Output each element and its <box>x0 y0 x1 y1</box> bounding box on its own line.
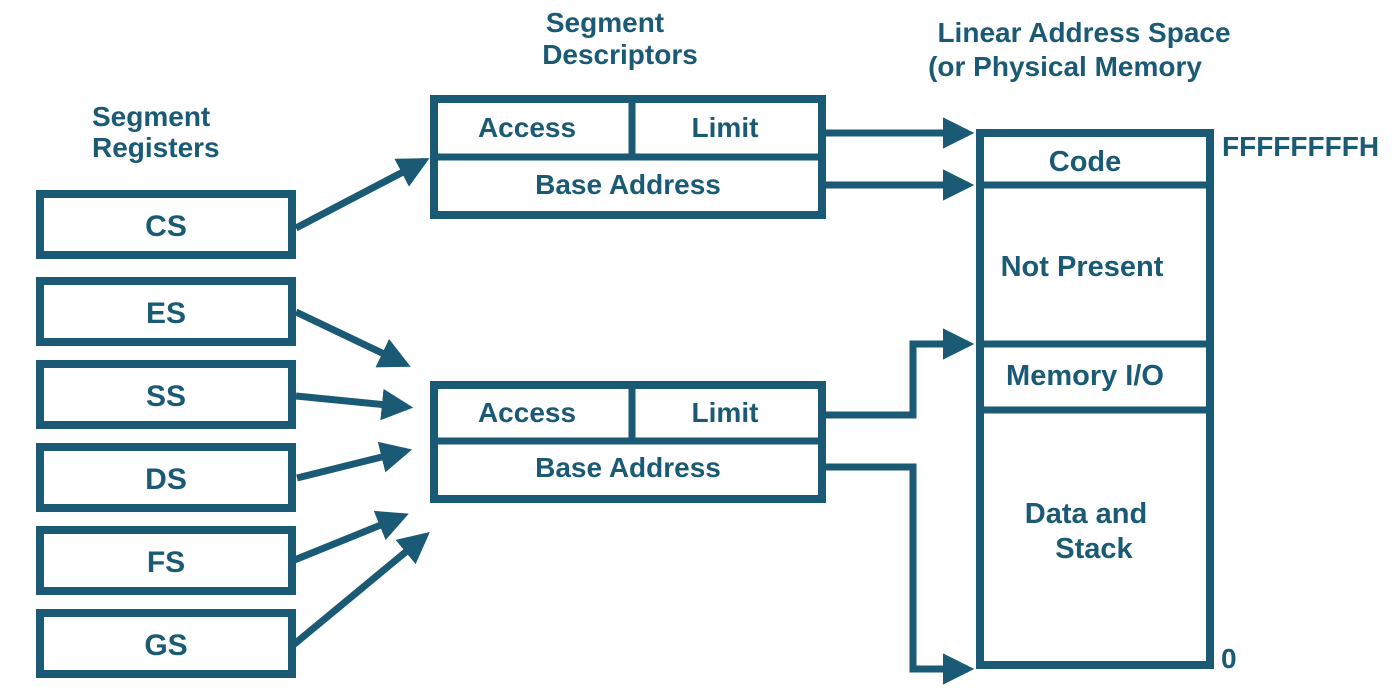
segment-descriptors-title-line2: Descriptors <box>542 39 698 70</box>
descriptor-2-access-label: Access <box>478 397 576 428</box>
descriptor-2-base-address-label: Base Address <box>535 452 721 483</box>
arrow-descriptor-2-limit-to-memory-io <box>822 328 975 419</box>
register-box-es <box>36 277 296 346</box>
memory-section-data-stack-label-line1: Data and <box>1025 498 1147 530</box>
descriptor-1-limit-label: Limit <box>692 112 759 143</box>
register-label-ss: SS <box>146 380 186 413</box>
memory-section-data-stack-label-line2: Stack <box>1055 533 1133 565</box>
register-box-ss <box>36 360 296 429</box>
descriptor-2-limit-label: Limit <box>692 397 759 428</box>
memory-section-code-label: Code <box>1049 146 1122 178</box>
arrow-fs-to-descriptor-2 <box>290 510 409 565</box>
register-label-fs: FS <box>147 546 185 579</box>
descriptor-1-base-address-label: Base Address <box>535 169 721 200</box>
linear-address-space-title-line1: Linear Address Space <box>937 17 1230 48</box>
descriptor-1-access-label: Access <box>478 112 576 143</box>
arrow-ss-to-descriptor-2 <box>295 388 414 421</box>
arrow-descriptor-2-base-to-memory-bottom <box>822 463 975 685</box>
arrow-es-to-descriptor-2 <box>294 308 411 368</box>
arrow-gs-to-descriptor-2 <box>289 531 430 649</box>
memory-section-memory-io-label: Memory I/O <box>1006 360 1164 392</box>
segment-registers-title-line2: Registers <box>92 132 220 163</box>
register-label-ds: DS <box>145 463 187 496</box>
address-label-bottom: 0 <box>1221 643 1237 674</box>
memory-section-not-present-label: Not Present <box>1001 251 1164 283</box>
linear-address-space-title-line2: (or Physical Memory <box>928 51 1202 82</box>
segment-descriptors-title-line1: Segment <box>546 7 664 38</box>
register-label-cs: CS <box>145 210 187 243</box>
arrow-ds-to-descriptor-2 <box>296 441 413 482</box>
register-box-cs <box>36 190 296 259</box>
address-label-top: FFFFFFFFH <box>1222 131 1379 162</box>
register-label-es: ES <box>146 297 186 330</box>
segment-registers-title-line1: Segment <box>92 101 210 132</box>
arrow-cs-to-descriptor-1 <box>294 157 430 232</box>
register-label-gs: GS <box>144 629 187 662</box>
memory-map-box <box>976 129 1214 669</box>
register-box-ds <box>36 443 296 512</box>
